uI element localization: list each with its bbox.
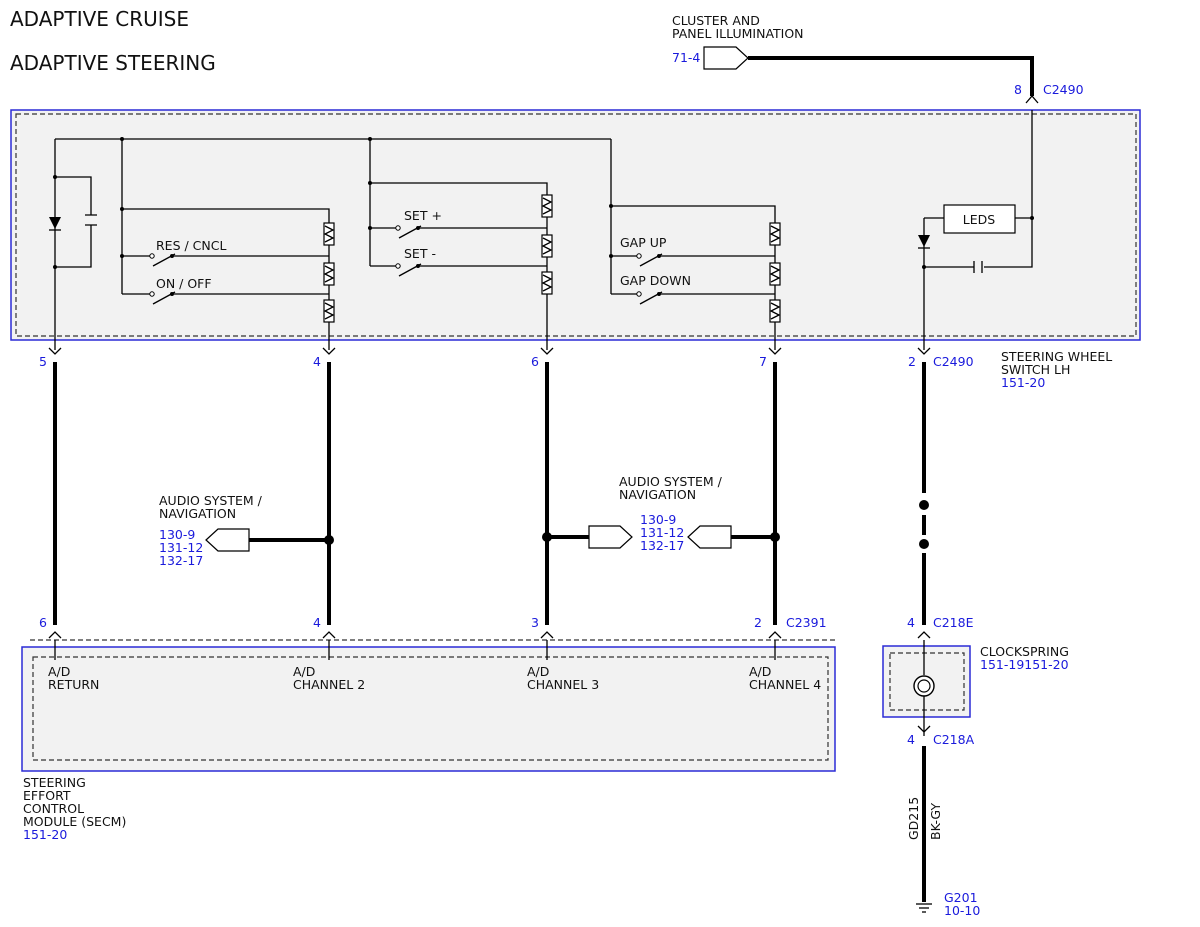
secm-pin-4: 4 — [313, 615, 321, 630]
secm-input-ch3-2: CHANNEL 3 — [527, 677, 599, 692]
secm-box — [21, 646, 836, 772]
resistor — [323, 222, 335, 246]
clockspring-connector-top: C218E — [933, 615, 974, 630]
res-cncl-label: RES / CNCL — [156, 238, 226, 253]
on-off-label: ON / OFF — [156, 276, 212, 291]
clockspring-bottom-arrow — [917, 725, 931, 733]
cluster-ref: 71-4 — [672, 50, 700, 65]
audio-left-ref-2: 131-12 — [159, 540, 203, 555]
audio-left-connector-tag — [205, 528, 250, 552]
clockspring-ref: 151-19151-20 — [980, 657, 1069, 672]
secm-pin-3: 3 — [531, 615, 539, 630]
secm-name-3: CONTROL — [23, 801, 84, 816]
secm-name-4: MODULE (SECM) — [23, 814, 126, 829]
harness-wires — [53, 362, 926, 625]
clockspring-pin-top: 4 — [907, 615, 915, 630]
switch-pin-4: 4 — [313, 354, 321, 369]
clockspring-box — [882, 645, 971, 718]
switch-pin-2: 2 — [908, 354, 916, 369]
resistor — [541, 271, 553, 295]
clockspring-pin-bottom: 4 — [907, 732, 915, 747]
splice-point — [919, 500, 929, 510]
resistor — [769, 299, 781, 323]
gap-down-label: GAP DOWN — [620, 273, 691, 288]
clockspring-connector-bottom: C218A — [933, 732, 975, 747]
diagram-title-1: ADAPTIVE CRUISE — [10, 7, 189, 31]
diagram-title-2: ADAPTIVE STEERING — [10, 51, 216, 75]
audio-mid-connector-tag — [588, 525, 633, 549]
resistor — [769, 222, 781, 246]
switch-pin-7: 7 — [759, 354, 767, 369]
resistor — [769, 262, 781, 286]
switch-pin-6: 6 — [531, 354, 539, 369]
switch-pin-8: 8 — [1014, 82, 1022, 97]
leds-box — [943, 204, 1016, 234]
ground-name: G201 — [944, 890, 978, 905]
switch-connector-c2490-bottom: C2490 — [933, 354, 974, 369]
pin-8-arrow-icon — [1025, 95, 1039, 104]
secm-pin-stubs — [54, 640, 776, 660]
audio-right-ref-1: 130-9 — [640, 512, 676, 527]
switch-internal-wiring — [49, 110, 1034, 350]
splice-point — [919, 539, 929, 549]
audio-left-label-1: AUDIO SYSTEM / — [159, 493, 263, 508]
clockspring-name: CLOCKSPRING — [980, 644, 1069, 659]
ground-wire-color: BK-GY — [928, 803, 943, 840]
secm-ref: 151-20 — [23, 827, 67, 842]
secm-input-return-2: RETURN — [48, 677, 99, 692]
resistor — [323, 299, 335, 323]
switch-bottom-arrows — [48, 347, 931, 355]
secm-top-arrows — [48, 631, 931, 639]
audio-right-label-1: AUDIO SYSTEM / — [619, 474, 723, 489]
secm-name-2: EFFORT — [23, 788, 71, 803]
secm-input-ch2-1: A/D — [293, 664, 315, 679]
audio-left-label-2: NAVIGATION — [159, 506, 236, 521]
leds-label: LEDS — [963, 212, 995, 227]
illumination-wire — [748, 56, 1034, 96]
resistor — [323, 262, 335, 286]
cluster-connector-tag — [703, 46, 749, 70]
secm-pin-6: 6 — [39, 615, 47, 630]
switch-resistors — [323, 194, 781, 323]
ground-ref: 10-10 — [944, 903, 980, 918]
secm-connector-c2391: C2391 — [786, 615, 827, 630]
switch-dashed-outline — [15, 113, 1137, 337]
ground-circuit-id: GD215 — [906, 797, 921, 840]
switch-connector-c2490-top: C2490 — [1043, 82, 1084, 97]
set-plus-label: SET + — [404, 208, 442, 223]
secm-input-return-1: A/D — [48, 664, 70, 679]
secm-input-ch4-2: CHANNEL 4 — [749, 677, 821, 692]
secm-name-1: STEERING — [23, 775, 86, 790]
secm-input-ch4-1: A/D — [749, 664, 771, 679]
clockspring-dashed-outline — [889, 652, 965, 711]
audio-right-ref-2: 131-12 — [640, 525, 684, 540]
audio-left-ref-3: 132-17 — [159, 553, 203, 568]
resistor — [541, 234, 553, 258]
switch-pin-5: 5 — [39, 354, 47, 369]
ground-icon — [916, 903, 932, 913]
gap-up-label: GAP UP — [620, 235, 667, 250]
switch-module-name-2: SWITCH LH — [1001, 362, 1070, 377]
switch-module-name-1: STEERING WHEEL — [1001, 349, 1112, 364]
clockspring-coil-icon — [913, 675, 935, 697]
secm-input-ch2-2: CHANNEL 2 — [293, 677, 365, 692]
cluster-label-line2: PANEL ILLUMINATION — [672, 26, 804, 41]
audio-right-ref-3: 132-17 — [640, 538, 684, 553]
resistor — [541, 194, 553, 218]
secm-pin-2: 2 — [754, 615, 762, 630]
secm-dashed-outline — [32, 656, 829, 761]
audio-right-label-2: NAVIGATION — [619, 487, 696, 502]
audio-right-connector-tag — [687, 525, 732, 549]
cluster-label-line1: CLUSTER AND — [672, 13, 760, 28]
secm-input-ch3-1: A/D — [527, 664, 549, 679]
clockspring-coil-inner — [917, 679, 931, 693]
switch-module-ref: 151-20 — [1001, 375, 1045, 390]
audio-left-ref-1: 130-9 — [159, 527, 195, 542]
set-minus-label: SET - — [404, 246, 436, 261]
